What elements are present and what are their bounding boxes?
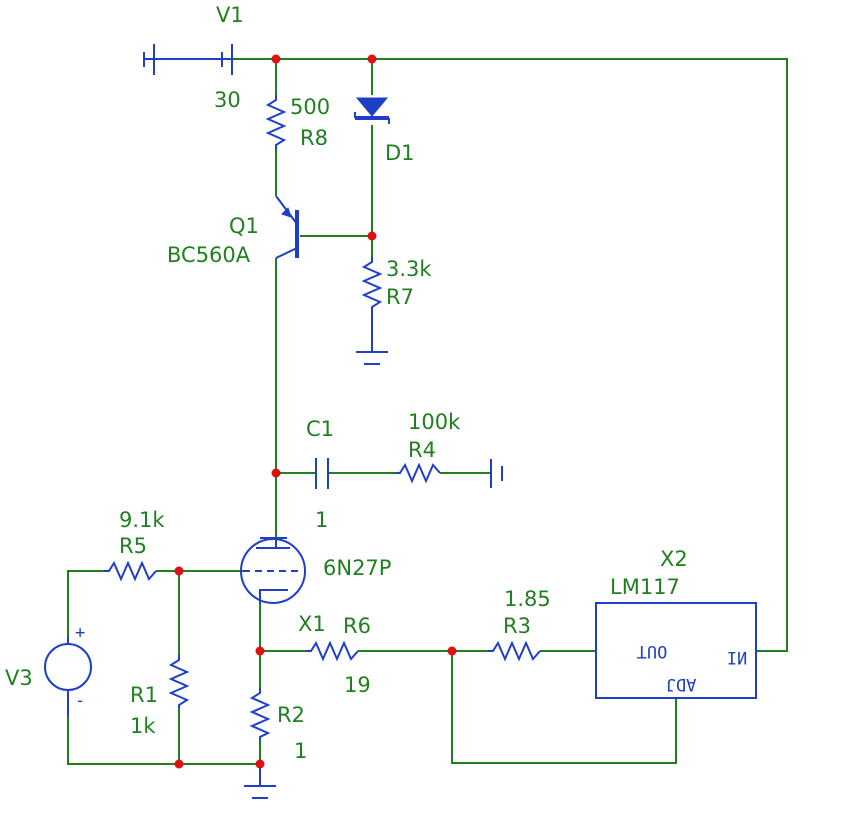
d1-diode <box>354 97 390 124</box>
c1-ref-label: C1 <box>306 417 334 441</box>
c1-capacitor <box>315 458 329 489</box>
x1-value-label: 6N27P <box>323 556 391 580</box>
junction-node <box>174 759 184 769</box>
v3-plus-sign: + <box>75 623 85 643</box>
v1-value-label: 30 <box>214 88 241 112</box>
x1-ref-label: X1 <box>298 612 326 636</box>
junction-node <box>367 54 377 64</box>
x2-ref-label: X2 <box>660 547 688 571</box>
r8-resistor <box>265 95 287 150</box>
x2-regulator: OUT IN ADJ <box>595 602 757 699</box>
junction-node <box>271 54 281 64</box>
junction-node <box>255 759 265 769</box>
x2-pin-out: OUT <box>637 641 668 661</box>
r4-value-label: 100k <box>408 410 461 434</box>
r7-resistor <box>356 257 388 365</box>
ground-symbol <box>244 764 276 799</box>
x2-pin-adj: ADJ <box>666 674 697 694</box>
x2-pin-in: IN <box>727 647 747 667</box>
x1-triode <box>240 537 306 604</box>
q1-value-label: BC560A <box>167 243 251 267</box>
r1-ref-label: R1 <box>130 683 158 707</box>
q1-ref-label: Q1 <box>229 214 259 238</box>
v1-battery <box>143 44 233 75</box>
c1-value-label: 1 <box>315 508 328 532</box>
junction-nodes <box>174 54 457 769</box>
r2-resistor <box>249 688 271 740</box>
r6-resistor <box>306 640 359 662</box>
labels: V1 30 500 R8 D1 Q1 BC560A 3.3k R7 C1 1 1… <box>5 3 688 763</box>
r3-ref-label: R3 <box>503 614 531 638</box>
junction-node <box>271 468 281 478</box>
r7-ref-label: R7 <box>386 285 414 309</box>
r5-ref-label: R5 <box>119 534 147 558</box>
r4-ref-label: R4 <box>408 438 436 462</box>
wires <box>67 58 788 765</box>
d1-ref-label: D1 <box>385 141 415 165</box>
r4-resistor <box>395 459 503 488</box>
r2-ref-label: R2 <box>277 703 305 727</box>
r8-ref-label: R8 <box>300 126 328 150</box>
wire-v3-bottom <box>67 717 260 765</box>
r2-value-label: 1 <box>294 739 307 763</box>
r5-resistor <box>104 560 157 582</box>
junction-node <box>447 646 457 656</box>
r6-ref-label: R6 <box>343 614 371 638</box>
r6-value-label: 19 <box>344 673 371 697</box>
r5-value-label: 9.1k <box>119 508 165 532</box>
x2-value-label: LM117 <box>610 575 680 599</box>
v3-minus-sign: - <box>75 691 85 711</box>
q1-transistor <box>275 195 299 259</box>
v3-source: + - <box>44 623 92 717</box>
junction-node <box>367 231 377 241</box>
r1-value-label: 1k <box>130 714 156 738</box>
v1-ref-label: V1 <box>216 3 244 27</box>
junction-node <box>255 646 265 656</box>
r7-value-label: 3.3k <box>386 257 432 281</box>
v3-ref-label: V3 <box>5 666 33 690</box>
r3-resistor <box>488 640 541 662</box>
wire-adj-loop <box>451 651 677 764</box>
wire-v3-r5 <box>67 570 104 637</box>
junction-node <box>174 566 184 576</box>
wire-top-rail <box>232 58 788 652</box>
r8-value-label: 500 <box>290 95 330 119</box>
r1-resistor <box>168 655 190 708</box>
r3-value-label: 1.85 <box>504 587 551 611</box>
